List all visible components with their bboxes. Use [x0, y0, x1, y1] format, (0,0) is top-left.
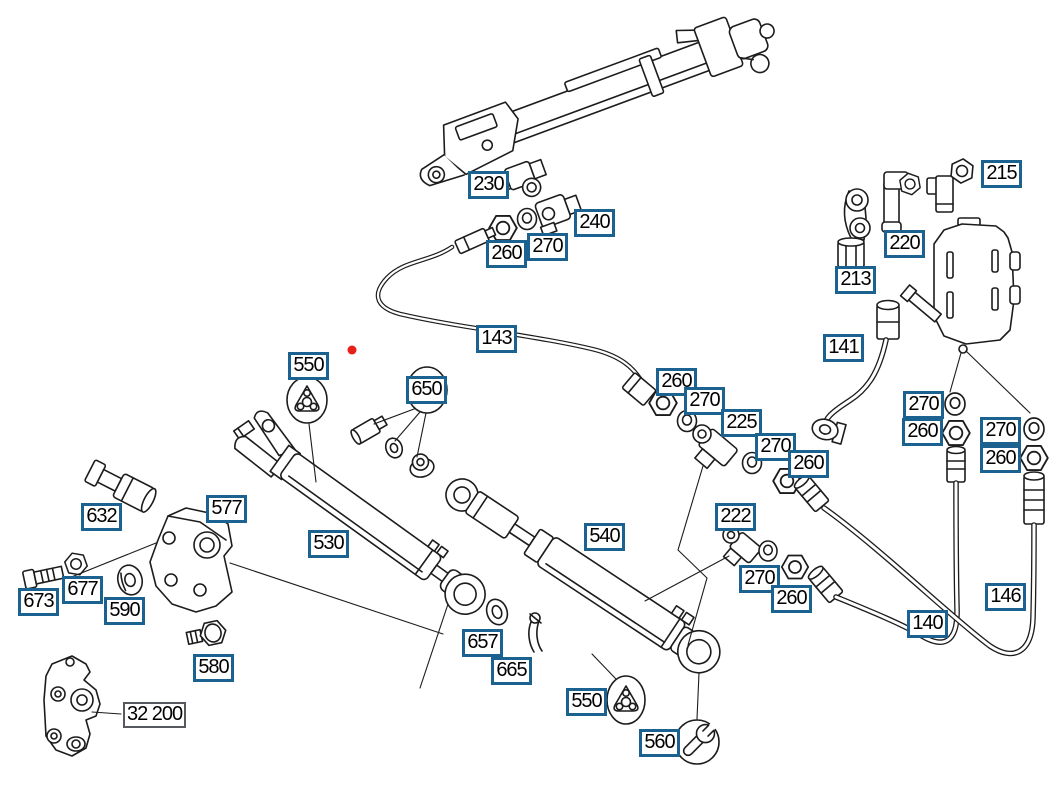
part-label-577[interactable]: 577: [206, 495, 247, 523]
nut-260-right1: [941, 420, 971, 446]
part-label-665[interactable]: 665: [491, 657, 532, 685]
leader-lines: [63, 350, 1031, 720]
bolt-580-drawing: [185, 619, 227, 647]
part-label-550-2[interactable]: 550: [566, 688, 607, 716]
part-label-260-1[interactable]: 260: [486, 240, 527, 268]
pin-650-drawing: [350, 415, 388, 445]
part-label-657[interactable]: 657: [462, 629, 503, 657]
sleeve-270-right2: [1023, 417, 1045, 441]
reference-label-32200[interactable]: 32 200: [123, 702, 187, 728]
part-label-270-4[interactable]: 270: [684, 387, 725, 415]
red-marker-dot: [347, 345, 357, 355]
grommet-590-drawing: [116, 564, 144, 596]
valve-body-drawing: [899, 217, 1021, 354]
fitting-215-drawing: [926, 154, 979, 213]
balloon-550-top: [286, 376, 328, 424]
sleeve-270-right1: [944, 392, 966, 416]
part-label-673[interactable]: 673: [18, 588, 59, 616]
cylinder-530-drawing: [232, 410, 486, 615]
part-label-260-2[interactable]: 260: [902, 418, 943, 446]
part-label-222[interactable]: 222: [715, 503, 756, 531]
part-label-540[interactable]: 540: [584, 523, 625, 551]
part-label-530[interactable]: 530: [308, 530, 349, 558]
fitting-240-drawing: [534, 194, 583, 237]
fitting-225-drawing: [692, 424, 738, 470]
part-label-146[interactable]: 146: [985, 583, 1026, 611]
clip-665-drawing: [528, 612, 543, 653]
part-label-580[interactable]: 580: [193, 654, 234, 682]
part-label-270-3[interactable]: 270: [980, 417, 1021, 445]
washer-650-drawing: [384, 437, 404, 459]
fitting-220-drawing: [881, 170, 925, 233]
connector-140-top: [946, 445, 966, 483]
part-label-260-3[interactable]: 260: [980, 445, 1021, 473]
part-label-550-1[interactable]: 550: [288, 352, 329, 380]
nut-260-222: [780, 554, 810, 580]
part-label-260-5[interactable]: 260: [788, 450, 829, 478]
part-label-677[interactable]: 677: [62, 576, 103, 604]
hose-141-drawing: [811, 299, 900, 445]
part-label-590[interactable]: 590: [104, 597, 145, 625]
part-label-225[interactable]: 225: [721, 409, 762, 437]
part-label-650[interactable]: 650: [406, 376, 447, 404]
part-label-632[interactable]: 632: [81, 503, 122, 531]
part-label-143[interactable]: 143: [476, 325, 517, 353]
bolt-632-drawing: [84, 459, 157, 513]
part-label-140[interactable]: 140: [907, 610, 948, 638]
part-label-215[interactable]: 215: [981, 160, 1022, 188]
part-label-270-1[interactable]: 270: [527, 233, 568, 261]
hose-140-drawing: [833, 480, 960, 645]
bracket-577-drawing: [149, 507, 233, 613]
part-label-141[interactable]: 141: [823, 334, 864, 362]
steering-assembly-drawing: [419, 16, 775, 187]
nut-260-right2: [1019, 445, 1049, 471]
sleeve-270-222: [758, 540, 778, 562]
sleeve-270-top: [516, 207, 538, 231]
hose-146-drawing: [821, 505, 1037, 657]
cylinder-540-drawing: [445, 478, 721, 674]
part-label-220[interactable]: 220: [884, 230, 925, 258]
nut-677-drawing: [62, 551, 90, 577]
flanged-nut-650-drawing: [409, 453, 435, 478]
part-label-240[interactable]: 240: [574, 209, 615, 237]
balloon-560: [674, 719, 720, 765]
fitting-222-drawing: [722, 526, 762, 567]
bolt-673-drawing: [22, 565, 65, 590]
wrench-icon: [682, 721, 718, 757]
part-label-270-2[interactable]: 270: [903, 391, 944, 419]
pipe-143-drawing: [375, 226, 657, 406]
part-label-260-6[interactable]: 260: [771, 585, 812, 613]
bracket-32200-drawing: [43, 655, 101, 757]
part-label-560[interactable]: 560: [639, 729, 680, 757]
part-label-260-4[interactable]: 260: [656, 368, 697, 396]
balloon-550-bottom: [606, 675, 646, 725]
connector-146-top: [1023, 471, 1045, 525]
part-label-230[interactable]: 230: [468, 171, 509, 199]
part-label-213[interactable]: 213: [835, 266, 876, 294]
link-213-drawing: [837, 188, 871, 268]
o-ring-657-drawing: [485, 598, 509, 626]
